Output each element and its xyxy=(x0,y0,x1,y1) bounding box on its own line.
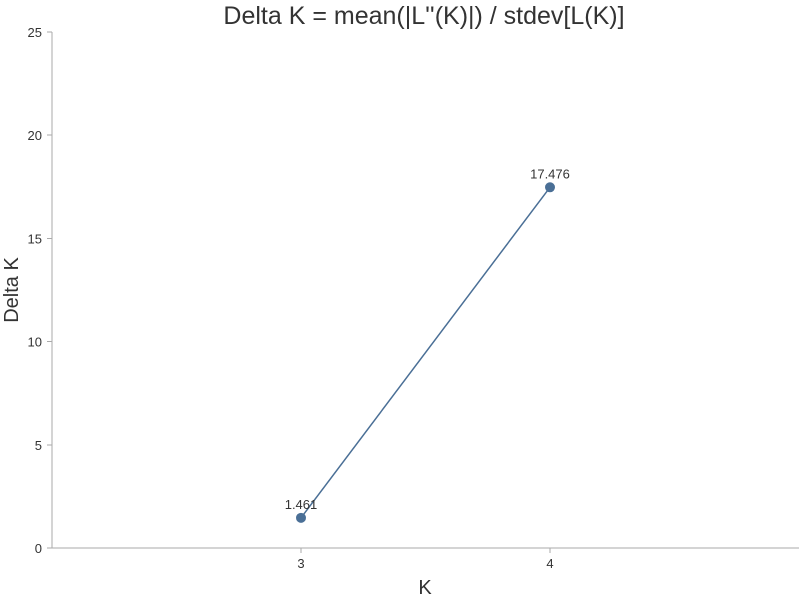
x-tick-label: 4 xyxy=(546,556,553,571)
series-line xyxy=(300,186,551,519)
data-point xyxy=(545,182,555,193)
data-label: 17.476 xyxy=(530,166,570,181)
y-tick-label: 20 xyxy=(28,128,42,143)
y-tick-label: 0 xyxy=(35,541,42,556)
y-tick-label: 5 xyxy=(35,438,42,453)
data-label: 1.461 xyxy=(285,497,318,512)
y-tick-label: 15 xyxy=(28,231,42,246)
series-layer: 1.461 17.476 xyxy=(285,166,570,523)
x-axis-title: K xyxy=(418,577,432,599)
y-tick-label: 10 xyxy=(28,335,42,350)
x-tick-label: 3 xyxy=(297,556,304,571)
chart-title: Delta K = mean(|L''(K)|) / stdev[L(K)] xyxy=(223,2,624,30)
y-axis-title: Delta K xyxy=(1,257,23,323)
y-tick-label: 25 xyxy=(28,25,42,40)
y-tick-group: 0 5 10 15 20 25 xyxy=(28,25,52,556)
data-point xyxy=(296,512,306,523)
